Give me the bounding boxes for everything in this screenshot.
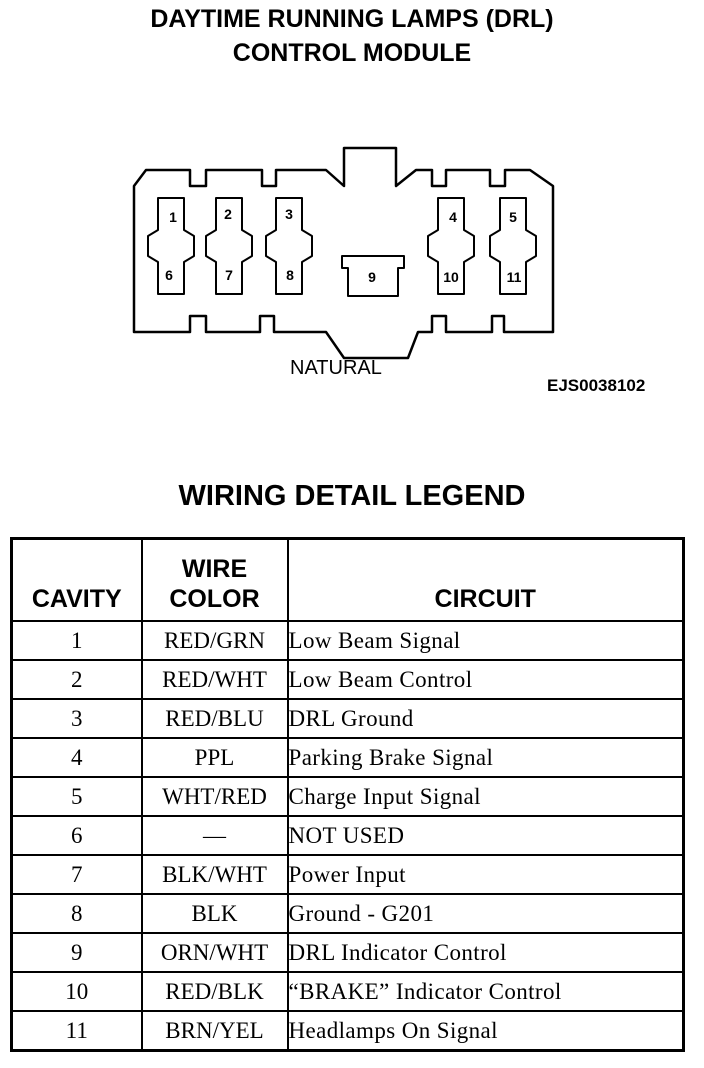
title-line-1: DAYTIME RUNNING LAMPS (DRL) (150, 5, 554, 33)
cavity-label: 10 (443, 269, 459, 285)
cavity-cell: 8 (10, 893, 143, 934)
cavity-cell: 6 (10, 815, 143, 856)
cavity-label: 3 (285, 206, 293, 222)
connector-housing (132, 146, 555, 360)
cavity-shape (427, 197, 475, 295)
diagram-title: DAYTIME RUNNING LAMPS (DRL) CONTROL MODU… (0, 2, 704, 70)
cavity-label: 1 (169, 209, 177, 225)
cavity-label: 2 (224, 206, 232, 222)
circuit-cell: Parking Brake Signal (286, 737, 685, 778)
circuit-cell: DRL Ground (286, 698, 685, 739)
cavity-cell: 7 (10, 854, 143, 895)
cavity-label: 11 (507, 269, 522, 285)
cavity-label: 4 (449, 209, 457, 225)
wire-color-cell: PPL (140, 737, 289, 778)
cavity-cell: 5 (10, 776, 143, 817)
circuit-cell: Power Input (286, 854, 685, 895)
header-cavity: CAVITY (10, 537, 143, 622)
wire-color-cell: BRN/YEL (140, 1010, 289, 1052)
cavity-shape (147, 197, 195, 295)
legend-title: WIRING DETAIL LEGEND (178, 480, 526, 512)
wire-color-cell: RED/BLK (140, 971, 289, 1012)
header-wire-color: WIRE COLOR (140, 537, 289, 622)
wire-color-cell: WHT/RED (140, 776, 289, 817)
cavity-shape (341, 255, 405, 297)
cavity-cell: 4 (10, 737, 143, 778)
cavity-cell: 10 (10, 971, 143, 1012)
cavity-shape (265, 197, 313, 295)
connector-caption: NATURAL (290, 357, 382, 379)
wire-color-cell: RED/GRN (140, 620, 289, 661)
cavity-label: 7 (225, 267, 233, 283)
circuit-cell: Low Beam Control (286, 659, 685, 700)
wire-color-cell: RED/BLU (140, 698, 289, 739)
table-row: 6—NOT USED (10, 815, 685, 856)
legend-header-row: CAVITY WIRE COLOR CIRCUIT (10, 537, 685, 622)
circuit-cell: Charge Input Signal (286, 776, 685, 817)
wire-color-cell: — (140, 815, 289, 856)
circuit-cell: “BRAKE” Indicator Control (286, 971, 685, 1012)
cavity-cell: 2 (10, 659, 143, 700)
title-line-2: CONTROL MODULE (232, 39, 472, 67)
cavity-label: 6 (165, 267, 173, 283)
circuit-cell: NOT USED (286, 815, 685, 856)
circuit-cell: DRL Indicator Control (286, 932, 685, 973)
cavity-shape (489, 197, 537, 295)
cavity-cell: 3 (10, 698, 143, 739)
wire-color-cell: RED/WHT (140, 659, 289, 700)
cavity-cell: 1 (10, 620, 143, 661)
wire-color-cell: BLK/WHT (140, 854, 289, 895)
cavity-label: 5 (509, 209, 517, 225)
circuit-cell: Ground - G201 (286, 893, 685, 934)
cavity-cell: 9 (10, 932, 143, 973)
cavity-label: 9 (368, 269, 376, 285)
wire-color-cell: ORN/WHT (140, 932, 289, 973)
cavity-label: 8 (286, 267, 294, 283)
circuit-cell: Low Beam Signal (286, 620, 685, 661)
circuit-cell: Headlamps On Signal (286, 1010, 685, 1052)
wire-color-cell: BLK (140, 893, 289, 934)
cavity-cell: 11 (10, 1010, 143, 1052)
header-circuit: CIRCUIT (286, 537, 685, 622)
connector-diagram: 1 2 3 4 5 6 7 8 9 10 11 (132, 146, 555, 360)
cavity-shape (205, 197, 253, 295)
figure-id: EJS0038102 (547, 376, 646, 395)
